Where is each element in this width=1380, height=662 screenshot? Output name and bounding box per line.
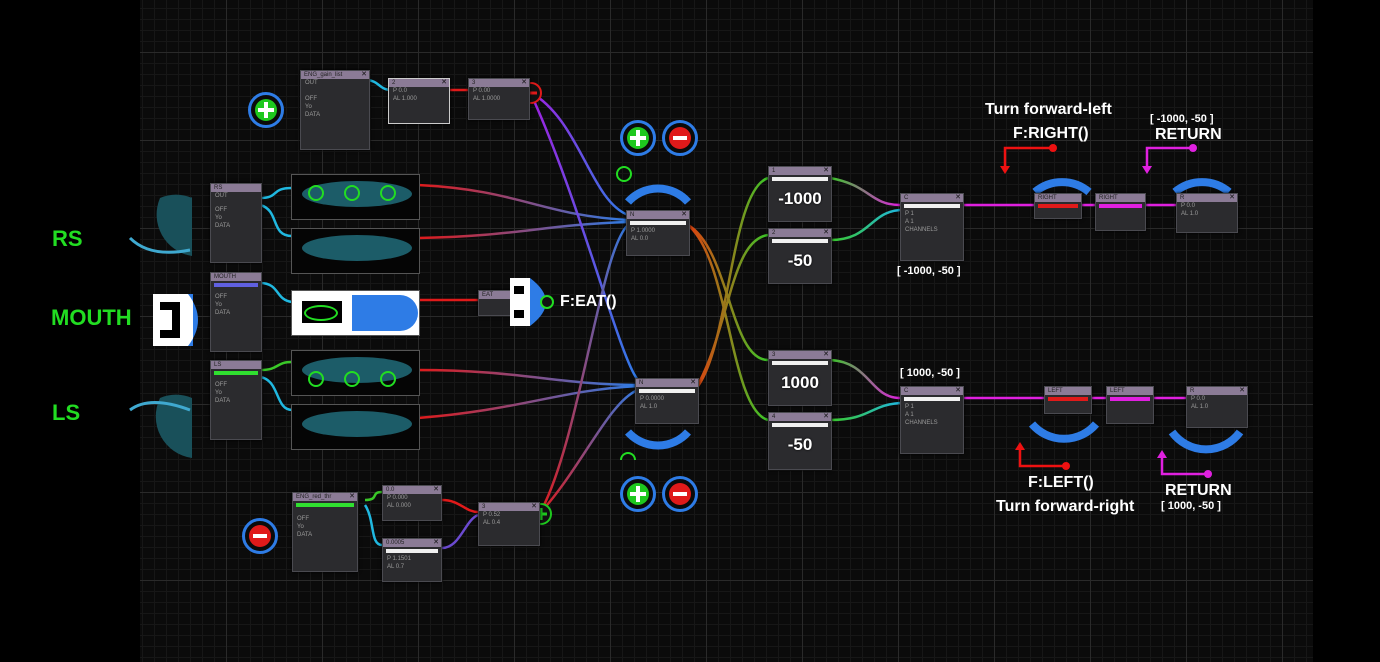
value-node-neg1000[interactable]: 1✕ -1000: [768, 166, 832, 222]
neuron-node-upper[interactable]: N✕ P 1.0000 AL 0.0: [626, 210, 690, 256]
right-return-vector: [ -1000, -50 ]: [1150, 113, 1214, 125]
rs-view-bottom: [291, 228, 420, 274]
bottom-data-node[interactable]: ENG_red_thr✕ OFF Yo DATA: [292, 492, 358, 572]
output-node-bottom[interactable]: 3✕ P 0.52 AL 0.4: [478, 502, 540, 546]
ls-node[interactable]: LS OFF Yo DATA: [210, 360, 262, 440]
add-plus-button[interactable]: [248, 92, 284, 128]
mouth-label: MOUTH: [51, 305, 132, 330]
left-function-label: F:LEFT(): [1028, 474, 1094, 491]
rs-sensor-icon: [128, 194, 192, 256]
rs-node[interactable]: RS OUT OFF Yo DATA: [210, 183, 262, 263]
ls-view-bottom: [291, 404, 420, 450]
value-node-pos1000[interactable]: 3✕ 1000: [768, 350, 832, 406]
math-node-top[interactable]: 2✕ P 0.0 AL 1.000: [388, 78, 450, 124]
neuron-node-lower[interactable]: N✕ P 0.0000 AL 1.0: [635, 378, 699, 424]
left-return-vector: [ 1000, -50 ]: [1161, 500, 1221, 512]
off-toggle[interactable]: OFF: [305, 96, 317, 102]
ls-view-top: [291, 350, 420, 396]
channels-node-left[interactable]: C✕ P 1 A 1 CHANNELS: [900, 386, 964, 454]
right-function-node[interactable]: RIGHT: [1034, 193, 1082, 219]
left-return-label: RETURN: [1165, 482, 1232, 499]
mouth-node[interactable]: MOUTH OFF Yo DATA: [210, 272, 262, 352]
minus-button-lower[interactable]: [662, 476, 698, 512]
rs-label: RS: [52, 226, 83, 251]
data-label: DATA: [305, 112, 321, 118]
right-action-node[interactable]: RIGHT: [1095, 193, 1146, 231]
rs-view-top: [291, 174, 420, 220]
math-node-bottom-b[interactable]: 0.0005✕ P 1.1501 AL 0.7: [382, 538, 442, 582]
mouth-icon: [153, 294, 198, 346]
eat-function-label: F:EAT(): [560, 293, 617, 310]
mouth-action-icon: [510, 278, 554, 326]
output-node-top[interactable]: 3✕ P 0.00 AL 1.0000: [468, 78, 530, 120]
right-vector-label: [ -1000, -50 ]: [897, 265, 961, 277]
left-description: Turn forward-right: [996, 498, 1135, 515]
plus-button-upper[interactable]: [620, 120, 656, 156]
minus-icon: [249, 525, 271, 547]
channels-node-right[interactable]: C✕ P 1 A 1 CHANNELS: [900, 193, 964, 261]
right-function-label: F:RIGHT(): [1013, 125, 1089, 142]
plus-icon: [255, 99, 277, 121]
neuron-arcs: [616, 166, 691, 460]
value-node-neg50-top[interactable]: 2✕ -50: [768, 228, 832, 284]
top-data-node[interactable]: ENG_gain_list✕ OUT OFF Yo DATA: [300, 70, 370, 150]
left-action-node[interactable]: LEFT: [1106, 386, 1154, 424]
left-function-node[interactable]: LEFT: [1044, 386, 1092, 414]
minus-button-upper[interactable]: [662, 120, 698, 156]
right-branch-glyphs: [1000, 144, 1232, 196]
right-description: Turn forward-left: [985, 101, 1112, 118]
ls-label: LS: [52, 400, 81, 425]
left-return-node[interactable]: R✕ P 0.0 AL 1.0: [1186, 386, 1248, 428]
right-return-node[interactable]: R✕ P 0.0 AL 1.0: [1176, 193, 1238, 233]
left-vector-label: [ 1000, -50 ]: [900, 367, 960, 379]
math-node-bottom-a[interactable]: 0.0✕ P 0.000 AL 0.000: [382, 485, 442, 521]
ls-sensor-icon: [129, 394, 192, 458]
value-node-neg50-bottom[interactable]: 4✕ -50: [768, 412, 832, 470]
right-return-label: RETURN: [1155, 126, 1222, 143]
left-branch-glyphs: [1015, 421, 1244, 478]
mouth-view: [291, 290, 420, 336]
plus-button-lower[interactable]: [620, 476, 656, 512]
remove-minus-button[interactable]: [242, 518, 278, 554]
